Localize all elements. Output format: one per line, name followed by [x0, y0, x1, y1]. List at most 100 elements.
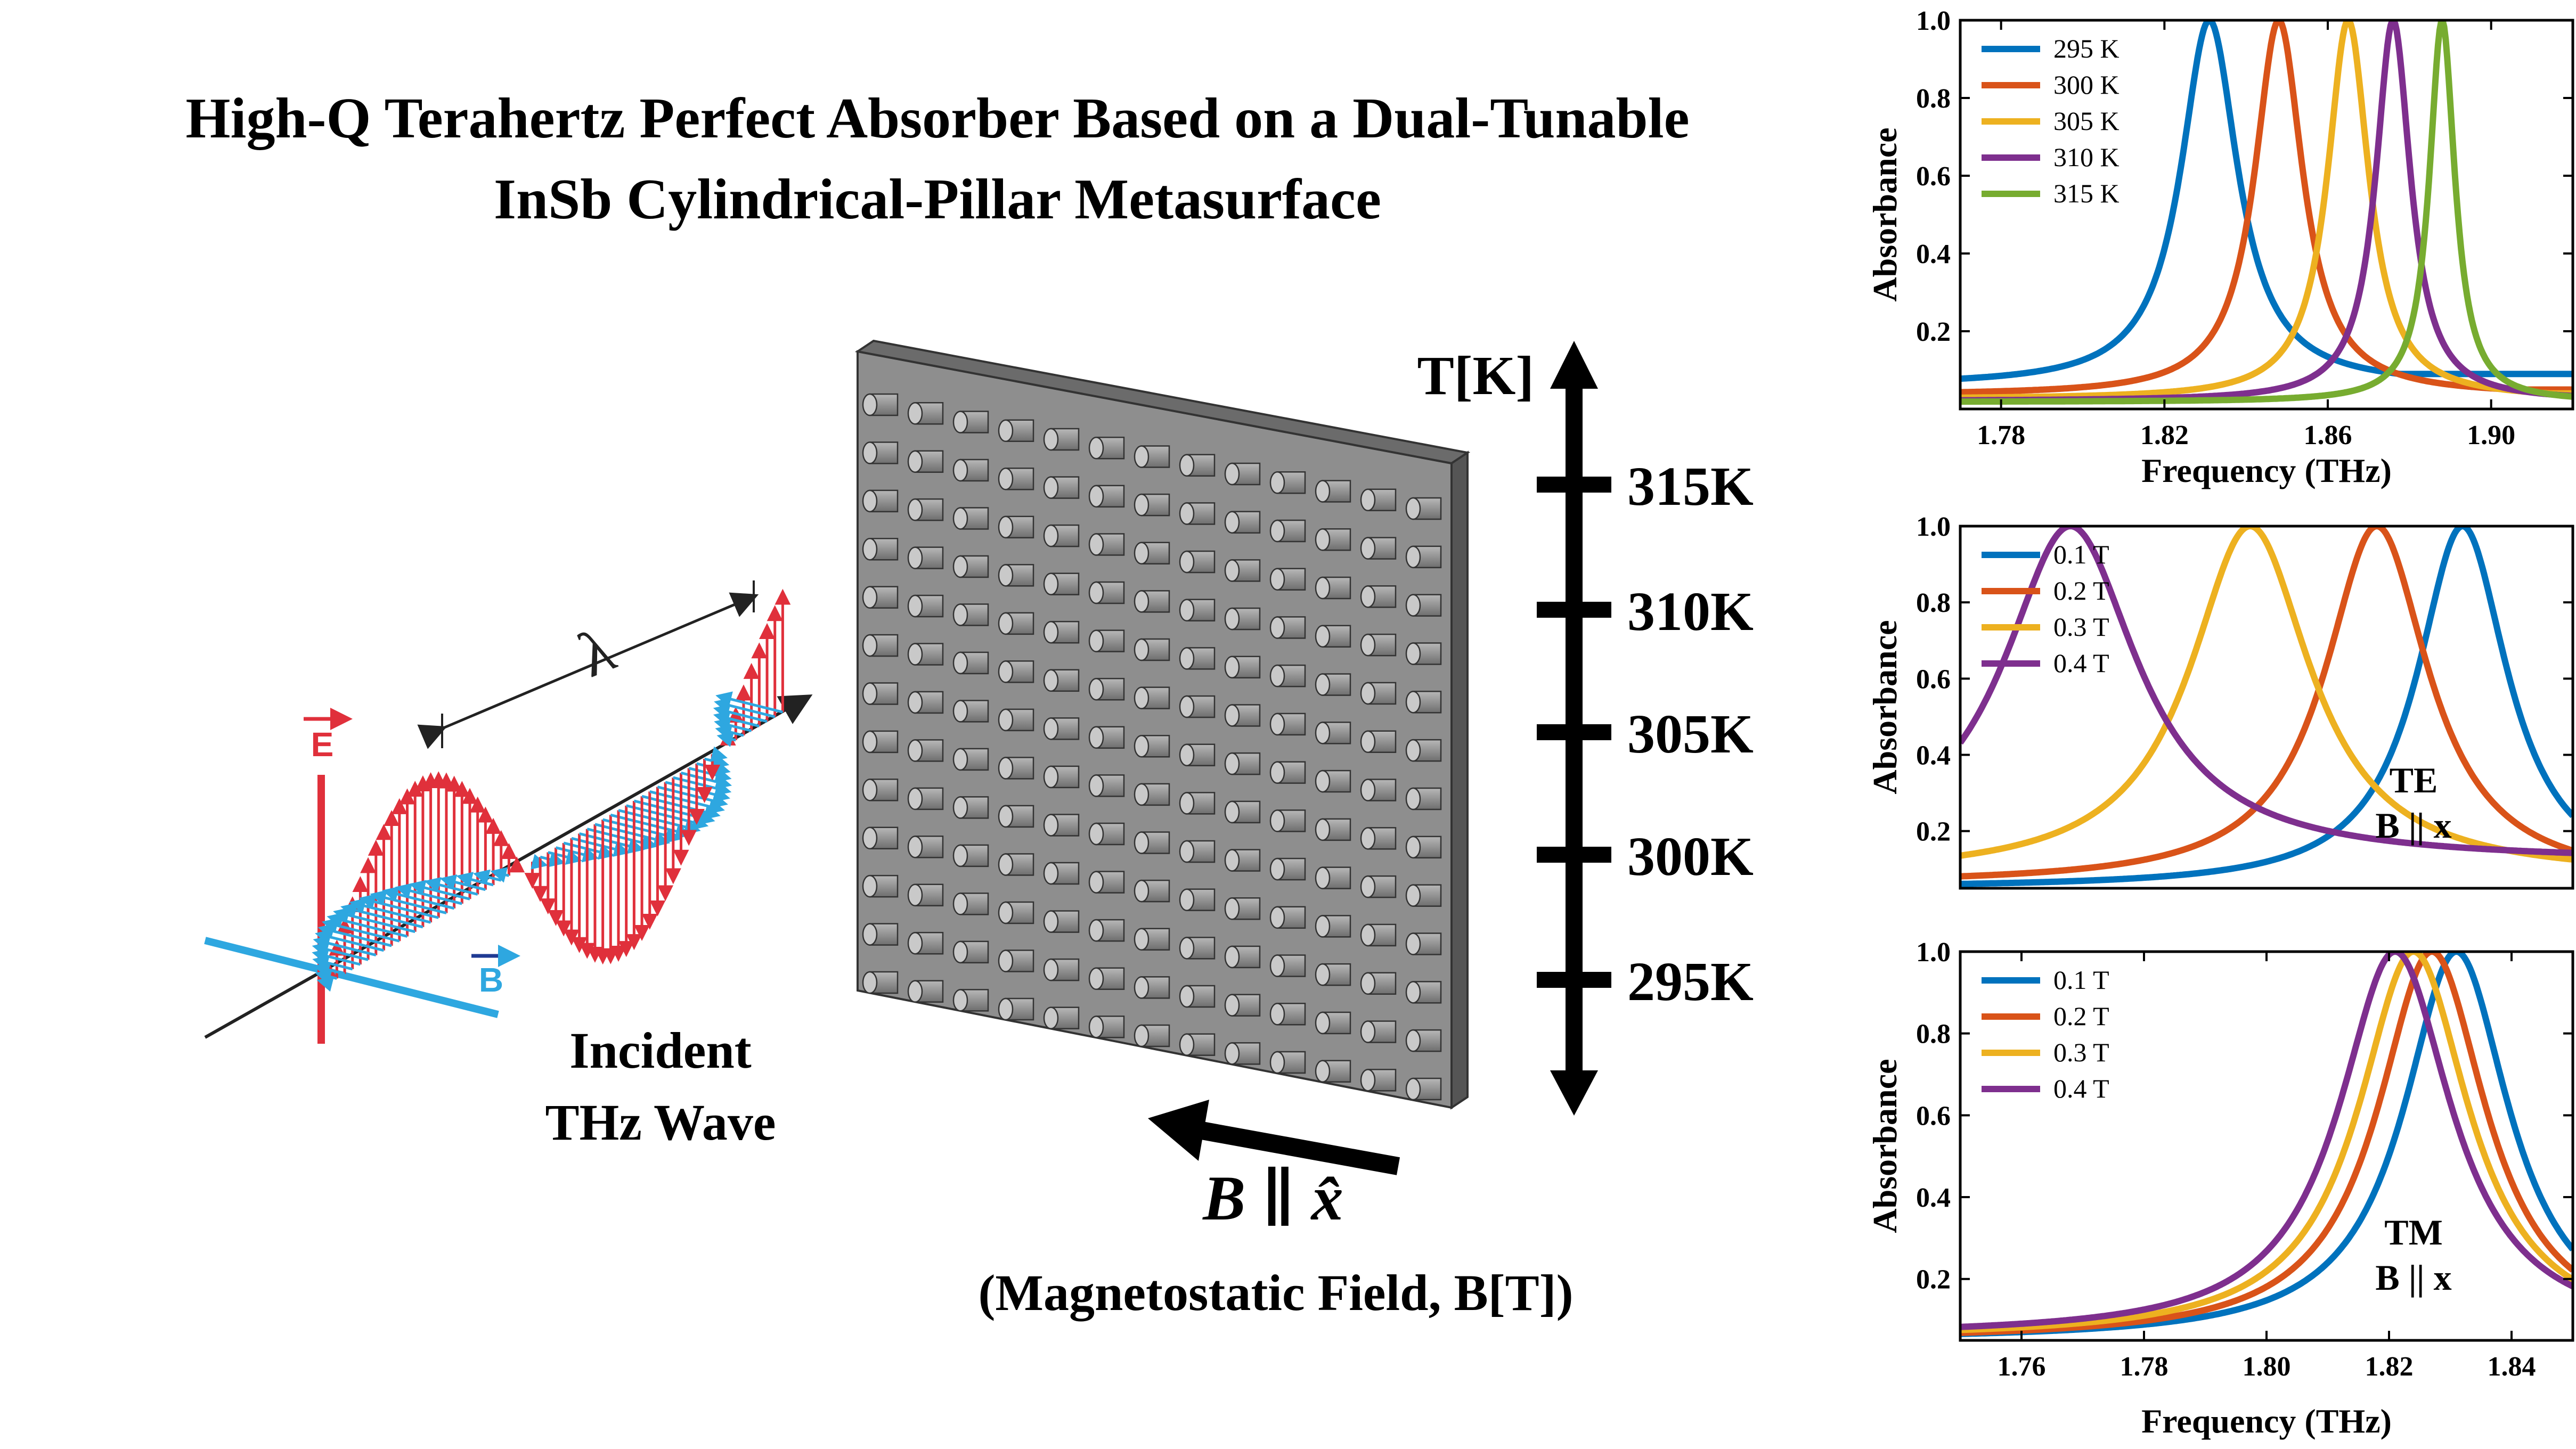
pillar — [998, 997, 1034, 1021]
legend-entry: 0.4 T — [2053, 648, 2109, 678]
series-group — [1960, 952, 2573, 1337]
pillar — [1269, 809, 1306, 832]
pillar — [1224, 704, 1261, 727]
pillar — [1043, 620, 1080, 644]
pillar — [1360, 682, 1397, 705]
b-field-vector — [490, 867, 510, 883]
pillar — [907, 836, 944, 858]
b-field-vector — [649, 790, 725, 814]
pillar — [1088, 437, 1125, 460]
pillar — [952, 796, 989, 819]
pillar — [998, 853, 1034, 876]
pillar — [1405, 497, 1442, 520]
pillar — [1134, 1024, 1170, 1047]
pillar — [998, 805, 1034, 828]
pillar — [1088, 774, 1125, 797]
b-field-vector — [715, 724, 744, 740]
legend-entry: 0.4 T — [2053, 1074, 2109, 1103]
wave-field-arrows — [312, 588, 791, 992]
pillar — [1360, 779, 1397, 801]
wavelength-label: λ — [569, 613, 624, 691]
pillar — [952, 411, 989, 433]
pillar — [1134, 783, 1170, 806]
propagation-axis — [204, 694, 813, 1039]
pillar — [1315, 1060, 1351, 1083]
pillar — [1134, 493, 1170, 517]
pillar — [998, 515, 1034, 539]
incident-wave-schematic: λ E B Incident THz Wave — [204, 580, 813, 1151]
pillar — [862, 874, 899, 898]
pillar — [1405, 932, 1442, 955]
temperature-axis-label: T[K] — [1417, 345, 1534, 406]
series-line-0_3-T — [1960, 526, 2573, 863]
pillar — [1269, 761, 1306, 784]
pillar — [1088, 533, 1125, 556]
pillar — [1134, 928, 1170, 951]
series-line-0_1-T — [1960, 526, 2573, 887]
y-tick-label: 0.2 — [1916, 317, 1951, 347]
pillar — [1405, 1029, 1442, 1052]
legend-entry: 0.3 T — [2053, 612, 2109, 642]
pillar — [998, 708, 1034, 732]
pillar — [1224, 511, 1261, 534]
pillar — [907, 980, 944, 1003]
pillar — [1315, 673, 1351, 696]
pillar — [1315, 769, 1351, 793]
pillar — [1088, 629, 1125, 652]
pillar — [1360, 875, 1397, 898]
slab-side-face — [1450, 451, 1469, 1110]
y-tick-label: 1.0 — [1916, 6, 1951, 36]
pillar — [1179, 985, 1216, 1008]
pillar — [1405, 739, 1442, 762]
pillar — [1269, 519, 1306, 543]
series-group — [1960, 526, 2573, 887]
pillar — [998, 949, 1034, 972]
series-group — [1960, 20, 2573, 405]
x-tick-label: 1.80 — [2243, 1352, 2291, 1382]
pillar — [1360, 1069, 1397, 1092]
pillar — [1269, 568, 1306, 591]
pillar — [1269, 857, 1306, 881]
y-axis-title: Absorbance — [1866, 620, 1904, 794]
pillar — [907, 883, 944, 907]
legend-entry: 0.2 T — [2053, 576, 2109, 605]
pillar — [862, 441, 899, 464]
field-orientation-note: B || x — [2375, 1257, 2451, 1298]
series-line-0_3-T — [1960, 952, 2573, 1333]
pillar — [1269, 616, 1306, 639]
wavelength-dimension-arrow — [417, 592, 759, 749]
pillar — [1360, 537, 1397, 560]
pillar — [1088, 726, 1125, 749]
y-tick-label: 0.2 — [1916, 817, 1951, 847]
legend-entry: 0.1 T — [2053, 965, 2109, 995]
pillar — [1088, 485, 1125, 508]
pillar — [862, 682, 899, 705]
pillar — [1043, 524, 1080, 547]
pillar — [862, 586, 899, 609]
y-tick-label: 0.6 — [1916, 664, 1951, 694]
pillar — [1360, 923, 1397, 947]
pillar — [1134, 976, 1170, 999]
field-orientation-note: B || x — [2375, 805, 2451, 846]
b-field-vector — [586, 828, 658, 851]
pillar — [1269, 954, 1306, 977]
pillar — [1360, 633, 1397, 657]
magnetic-field-arrow-head — [1148, 1100, 1209, 1161]
pillar — [862, 489, 899, 513]
x-tick-label: 1.82 — [2365, 1352, 2414, 1382]
temperature-tick-label: 315K — [1627, 456, 1754, 517]
pillar — [1224, 462, 1261, 486]
pillar — [998, 660, 1034, 683]
x-tick-label: 1.78 — [2120, 1352, 2169, 1382]
pillar — [1043, 814, 1080, 837]
pillar — [1179, 792, 1216, 815]
pillar — [1315, 963, 1351, 986]
temperature-tick-label: 305K — [1627, 703, 1754, 765]
pillar — [1043, 717, 1080, 740]
pillar — [1315, 722, 1351, 744]
x-tick-label: 1.82 — [2140, 420, 2189, 451]
series-line-0_4-T — [1960, 952, 2573, 1330]
pillar — [1134, 590, 1170, 613]
